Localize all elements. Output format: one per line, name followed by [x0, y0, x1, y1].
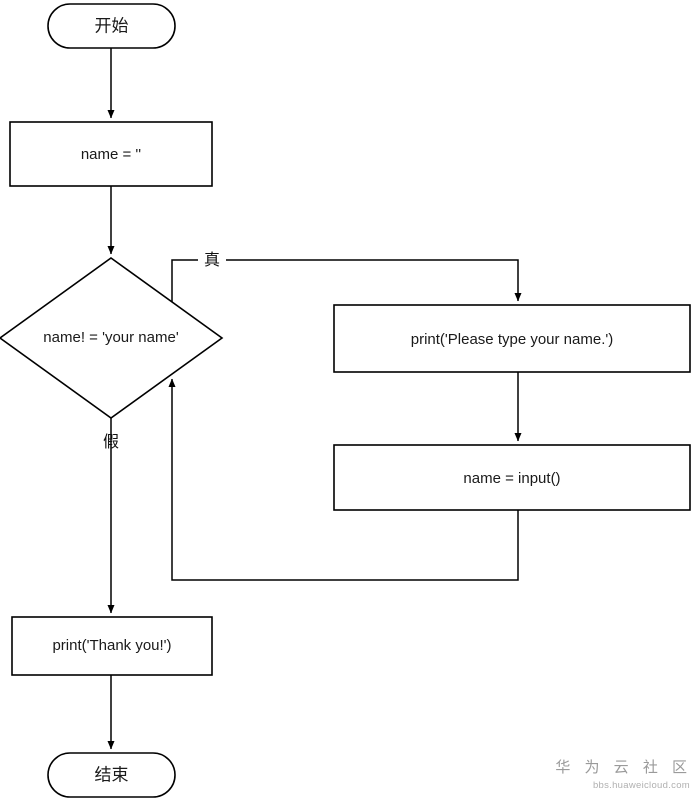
- decision-shape: [0, 257, 224, 419]
- node-init[interactable]: name = '': [9, 121, 213, 187]
- watermark-brand: 华 为 云 社 区: [555, 759, 692, 776]
- watermark: 华 为 云 社 区 bbs.huaweicloud.com: [555, 759, 692, 791]
- node-input[interactable]: name = input(): [333, 444, 691, 511]
- prompt-shape: [333, 304, 691, 373]
- thanks-shape: [11, 616, 213, 676]
- true-label-backdrop: [198, 249, 226, 271]
- end-label: 结束: [95, 765, 129, 784]
- start-shape: [47, 3, 176, 49]
- input-shape: [333, 444, 691, 511]
- thanks-label: print('Thank you!'): [52, 637, 171, 654]
- init-label: name = '': [81, 146, 141, 163]
- edge-decision-true-to-prompt: [171, 259, 522, 318]
- node-decision[interactable]: name! = 'your name': [0, 257, 224, 419]
- nodes-layer: 开始 name = '' name! = 'your name' print('…: [0, 3, 691, 798]
- node-start[interactable]: 开始: [47, 3, 176, 49]
- input-label: name = input(): [463, 470, 560, 487]
- node-end[interactable]: 结束: [47, 752, 176, 798]
- decision-label: name! = 'your name': [43, 329, 179, 346]
- node-prompt[interactable]: print('Please type your name.'): [333, 304, 691, 373]
- edge-input-loopback-to-decision: [168, 378, 519, 581]
- end-shape: [47, 752, 176, 798]
- edge-label-false: 假: [103, 433, 119, 451]
- edge-labels-layer: 真 假: [103, 249, 226, 451]
- prompt-label: print('Please type your name.'): [411, 331, 614, 348]
- node-thanks[interactable]: print('Thank you!'): [11, 616, 213, 676]
- watermark-url: bbs.huaweicloud.com: [593, 780, 690, 791]
- init-shape: [9, 121, 213, 187]
- edge-label-true: 真: [204, 251, 220, 269]
- start-label: 开始: [95, 16, 129, 35]
- edges-layer: [107, 48, 522, 750]
